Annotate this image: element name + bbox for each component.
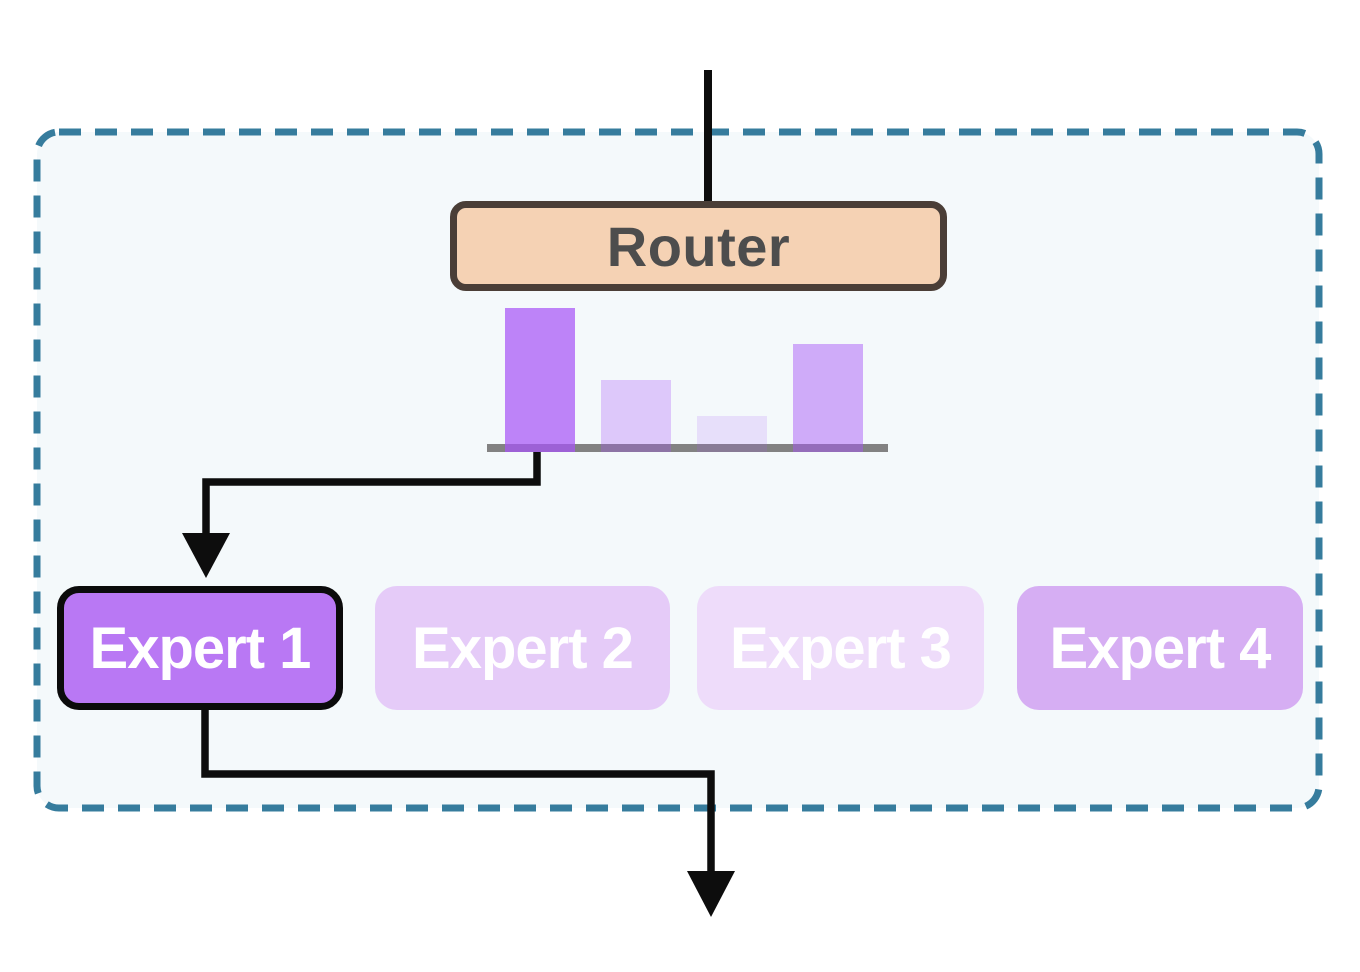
routing-arrow [182, 446, 541, 578]
arrowhead-icon [182, 533, 230, 578]
output-arrow [201, 707, 735, 917]
arrowhead-icon [687, 871, 735, 917]
moe-layer-boundary [33, 128, 1323, 812]
